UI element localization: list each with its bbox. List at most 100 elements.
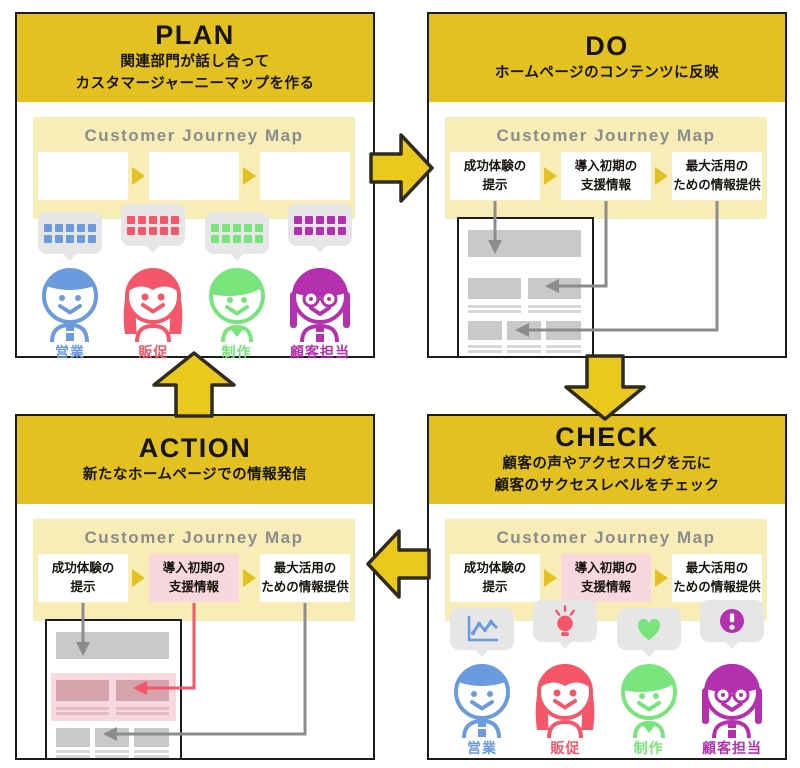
plan-quadrant: PLAN 関連部門が話し合って カスタマージャーニーマップを作る Custome… <box>15 12 375 360</box>
journey-step-highlighted: 導入初期の 支援情報 <box>149 554 239 602</box>
journey-steps-row <box>33 152 355 200</box>
journey-step: 成功体験の 提示 <box>450 152 540 200</box>
journey-step-empty <box>260 152 350 200</box>
member-customer-rep: 顧客担当 <box>280 204 360 362</box>
wireframe-line <box>56 755 90 758</box>
journey-map-title: Customer Journey Map <box>84 126 304 145</box>
heart-icon <box>637 618 660 640</box>
journey-step: 最大活用の ための情報提供 <box>672 554 762 602</box>
wireframe-block-highlighted <box>116 680 169 701</box>
wireframe-block <box>95 728 129 747</box>
do-subtitle: ホームページのコンテンツに反映 <box>494 65 720 82</box>
check-quadrant: CHECK 顧客の声やアクセスログを元に 顧客のサクセスレベルをチェック Cus… <box>427 414 787 760</box>
member-label: 顧客担当 <box>701 740 762 756</box>
plan-members-row: 営業 販促 制作 顧客担当 <box>30 204 360 362</box>
journey-map-title: Customer Journey Map <box>496 126 716 145</box>
speech-bubble <box>616 608 681 650</box>
check-members-row: 営業 販促 制作 顧客担当 <box>442 600 772 758</box>
wireframe-block <box>507 321 541 340</box>
journey-step: 成功体験の 提示 <box>38 554 128 602</box>
wireframe-line <box>95 755 129 758</box>
avatar-promotion <box>122 267 185 342</box>
avatar-sales <box>454 664 510 738</box>
wireframe-block-highlighted <box>56 680 109 701</box>
member-label: 営業 <box>55 344 85 360</box>
member-sales: 営業 <box>442 608 522 758</box>
wireframe-line <box>116 707 169 710</box>
plan-subtitle: 関連部門が話し合って カスタマージャーニーマップを作る <box>75 54 315 92</box>
wireframe-line <box>468 345 502 348</box>
wireframe-line <box>116 712 169 715</box>
action-title: ACTION <box>138 433 252 464</box>
journey-steps-row: 成功体験の 提示 導入初期の 支援情報 最大活用の ための情報提供 <box>33 554 355 602</box>
step-arrow-icon <box>655 569 668 587</box>
journey-map-title: Customer Journey Map <box>84 528 304 547</box>
journey-step-empty <box>38 152 128 200</box>
member-label: 営業 <box>467 740 497 756</box>
plan-header: PLAN 関連部門が話し合って カスタマージャーニーマップを作る <box>17 14 373 102</box>
check-journey-map-panel: Customer Journey Map 成功体験の 提示 導入初期の 支援情報… <box>445 519 767 621</box>
wireframe-line <box>546 350 581 353</box>
wireframe-line <box>56 712 109 715</box>
journey-step-highlighted: 導入初期の 支援情報 <box>561 554 651 602</box>
speech-bubble <box>287 204 352 246</box>
wireframe-line <box>468 350 502 353</box>
plan-title: PLAN <box>155 20 235 51</box>
do-journey-map-panel: Customer Journey Map 成功体験の 提示 導入初期の 支援情報… <box>445 117 767 219</box>
wireframe-line <box>56 750 90 753</box>
action-header: ACTION 新たなホームページでの情報発信 <box>17 416 373 504</box>
avatar-customer-rep <box>287 265 352 342</box>
action-subtitle: 新たなホームページでの情報発信 <box>82 467 308 484</box>
line-chart-icon <box>467 615 499 642</box>
wireframe-line <box>528 305 581 308</box>
wireframe-line <box>468 305 521 308</box>
lightbulb-icon <box>555 604 576 637</box>
wireframe-block <box>468 278 521 299</box>
member-customer-rep: 顧客担当 <box>692 600 772 758</box>
webpage-mockup <box>457 217 594 358</box>
journey-step: 導入初期の 支援情報 <box>561 152 651 200</box>
speech-bubble <box>121 204 186 246</box>
arrow-plan-to-do-icon <box>369 133 434 203</box>
speech-bubble <box>533 600 598 642</box>
avatar-promotion <box>534 663 597 738</box>
avatar-production <box>620 664 677 738</box>
member-label: 販促 <box>550 740 581 756</box>
wireframe-block <box>528 278 581 299</box>
member-label: 販促 <box>138 344 169 360</box>
talk-dots <box>210 223 263 243</box>
avatar-production <box>208 268 265 342</box>
webpage-mockup <box>45 619 182 760</box>
avatar-sales <box>42 268 98 342</box>
wireframe-block <box>468 321 502 340</box>
journey-step-empty <box>149 152 239 200</box>
member-production: 制作 <box>609 608 689 758</box>
wireframe-line <box>56 707 109 710</box>
speech-bubble <box>204 212 269 254</box>
step-arrow-icon <box>655 167 668 185</box>
wireframe-block <box>56 728 90 747</box>
exclamation-icon <box>719 609 744 633</box>
step-arrow-icon <box>132 569 145 587</box>
journey-step: 最大活用の ための情報提供 <box>672 152 762 200</box>
plan-journey-map-panel: Customer Journey Map <box>33 117 355 219</box>
wireframe-line <box>468 310 521 313</box>
member-promotion: 販促 <box>525 600 605 758</box>
action-journey-map-panel: Customer Journey Map 成功体験の 提示 導入初期の 支援情報… <box>33 519 355 621</box>
do-title: DO <box>585 31 629 62</box>
step-arrow-icon <box>132 167 145 185</box>
step-arrow-icon <box>243 167 256 185</box>
wireframe-line <box>95 750 129 753</box>
member-production: 制作 <box>197 212 277 362</box>
arrow-do-to-check-icon <box>564 354 646 421</box>
journey-map-title: Customer Journey Map <box>496 528 716 547</box>
member-promotion: 販促 <box>113 204 193 362</box>
talk-dots <box>127 215 180 235</box>
wireframe-line <box>134 755 169 758</box>
action-quadrant: ACTION 新たなホームページでの情報発信 Customer Journey … <box>15 414 375 760</box>
check-header: CHECK 顧客の声やアクセスログを元に 顧客のサクセスレベルをチェック <box>429 416 785 504</box>
journey-steps-row: 成功体験の 提示 導入初期の 支援情報 最大活用の ための情報提供 <box>445 554 767 602</box>
wireframe-line <box>134 750 169 753</box>
speech-bubble <box>450 608 514 650</box>
check-title: CHECK <box>555 422 659 453</box>
